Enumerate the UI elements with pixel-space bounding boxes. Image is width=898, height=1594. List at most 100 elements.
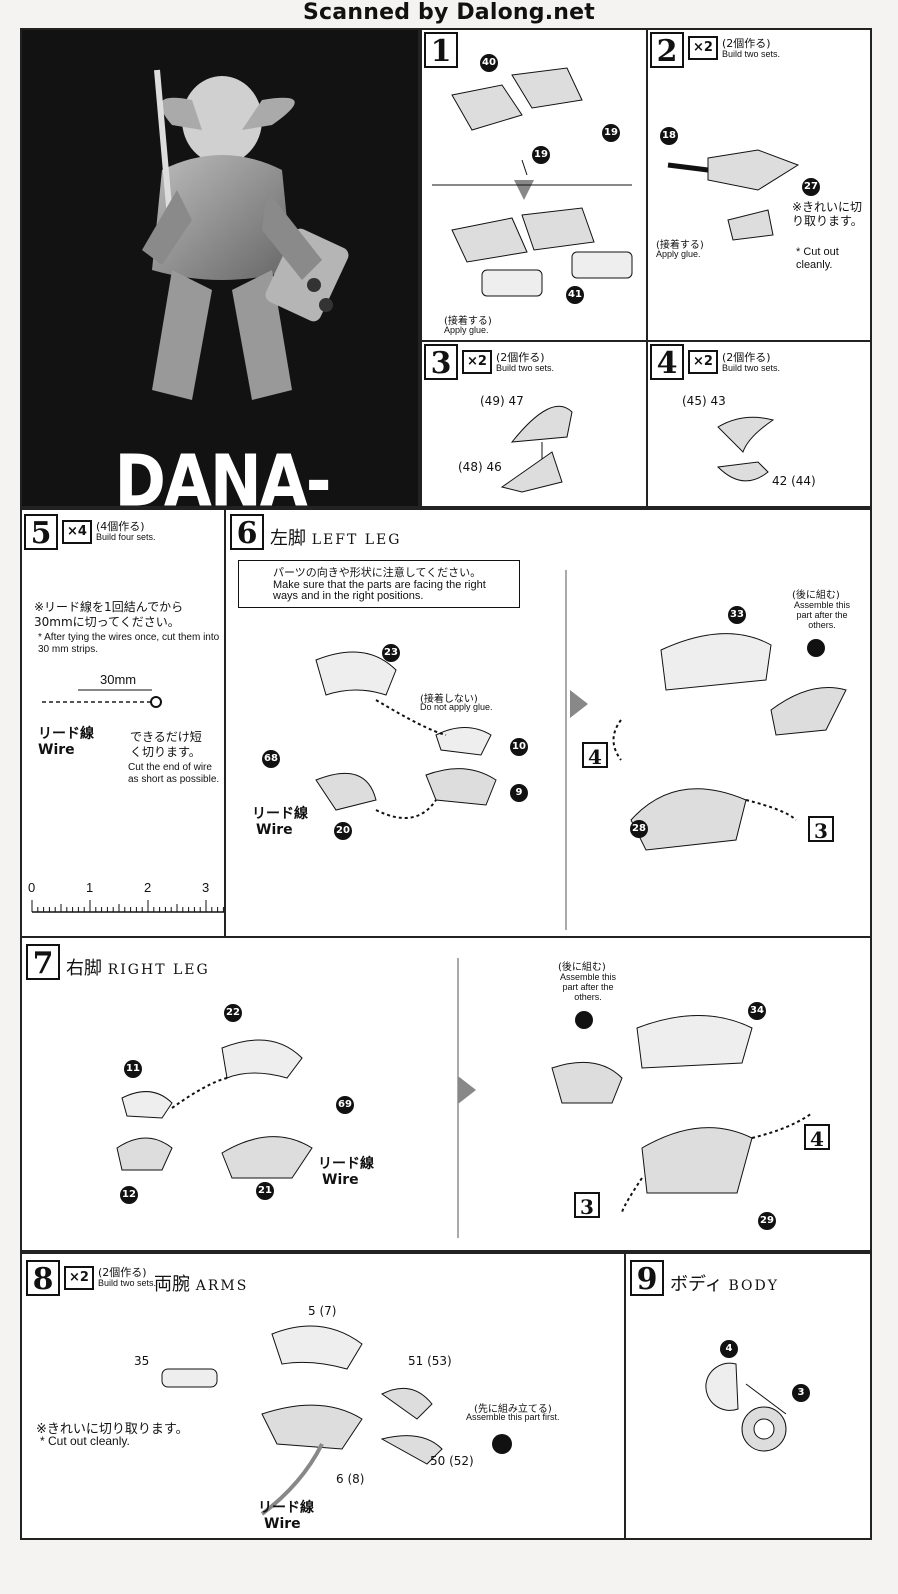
wire-label-jp: リード線 bbox=[252, 806, 308, 822]
ruler-tick-label: 0 bbox=[28, 880, 36, 895]
step-number: 4 bbox=[650, 344, 684, 381]
wire-label-jp: リード線 bbox=[258, 1500, 314, 1516]
assemble-later-note-jp: (後に組む) bbox=[558, 962, 606, 973]
part-number-badge: 23 bbox=[382, 644, 400, 662]
step-title-jp: 両腕 bbox=[154, 1274, 190, 1295]
multiplier-badge: ×2 bbox=[688, 350, 718, 374]
part-number-badge: 19 bbox=[532, 146, 550, 164]
part-number-badge: 4 bbox=[720, 1340, 738, 1358]
ruler-tick-label: 1 bbox=[86, 880, 94, 895]
step-number: 3 bbox=[424, 344, 458, 381]
part-number-badge: 33 bbox=[728, 606, 746, 624]
part-numbers-top: (45) 43 bbox=[682, 394, 726, 408]
step-1-diagram bbox=[432, 67, 633, 297]
glue-note-en: Apply glue. bbox=[444, 325, 489, 335]
build-count-en: Build four sets. bbox=[96, 532, 156, 542]
step-number: 6 bbox=[230, 514, 264, 551]
part-number-badge: 9 bbox=[510, 784, 528, 802]
no-glue-note-en: Do not apply glue. bbox=[420, 702, 493, 712]
step-2-diagram bbox=[667, 149, 800, 241]
step-title-en: RIGHT LEG bbox=[107, 962, 210, 978]
wire-label-en: Wire bbox=[256, 822, 293, 838]
cut-short-note-jp: できるだけ短く切ります。 bbox=[130, 730, 202, 759]
cut-cleanly-note-jp: ※きれいに切り取ります。 bbox=[792, 200, 863, 228]
step-2-panel: 2 ×2 (2個作る) Build two sets. 18 27 ※きれいに切… bbox=[646, 28, 872, 342]
wire-label-jp: リード線 bbox=[38, 726, 94, 742]
step-8-title: 両腕 ARMS bbox=[154, 1270, 248, 1296]
step-5-panel: 5 ×4 (4個作る) Build four sets. ※リード線を1回結んで… bbox=[20, 508, 226, 938]
part-numbers-bottom: (48) 46 bbox=[458, 460, 502, 474]
step-number: 9 bbox=[630, 1260, 664, 1297]
step-1-panel: 1 40 19 19 41 (接着する) Apply glue. bbox=[420, 28, 648, 342]
body-diagram bbox=[705, 1362, 787, 1452]
step-title-en: ARMS bbox=[195, 1278, 249, 1294]
next-step-arrow-icon bbox=[458, 1076, 476, 1104]
step-number: 1 bbox=[424, 32, 458, 69]
step-title-en: LEFT LEG bbox=[311, 532, 402, 548]
part-number-badge: 3 bbox=[792, 1384, 810, 1402]
step-number: 7 bbox=[26, 944, 60, 981]
part-number-badge: 12 bbox=[120, 1186, 138, 1204]
build-count-jp: (2個作る) bbox=[722, 351, 771, 364]
part-number-badge: 10 bbox=[510, 738, 528, 756]
wire-length-label: 30mm bbox=[100, 672, 137, 687]
part-number-badge: 19 bbox=[602, 124, 620, 142]
part-number-35: 35 bbox=[134, 1354, 150, 1368]
build-count-jp: (2個作る) bbox=[98, 1266, 147, 1279]
build-count-jp: (2個作る) bbox=[496, 351, 545, 364]
part-number-badge: 27 bbox=[802, 178, 820, 196]
part-number-badge: 20 bbox=[334, 822, 352, 840]
orientation-note-jp: パーツの向きや形状に注意してください。 bbox=[273, 566, 482, 579]
step-7-title: 右脚 RIGHT LEG bbox=[66, 954, 210, 980]
step-title-en: BODY bbox=[728, 1278, 779, 1294]
glue-note-jp: (接着する) bbox=[656, 240, 704, 251]
part-numbers-bottom: 42 (44) bbox=[772, 474, 816, 488]
step-4-diagram bbox=[716, 416, 775, 482]
part-number-badge: 68 bbox=[262, 750, 280, 768]
step-9-title: ボディ BODY bbox=[670, 1270, 779, 1296]
part-numbers-top: (49) 47 bbox=[480, 394, 524, 408]
build-count-jp: (4個作る) bbox=[96, 520, 145, 533]
callout-step-3: 3 bbox=[574, 1192, 600, 1219]
step-title-jp: 左脚 bbox=[270, 528, 306, 549]
multiplier-badge: ×2 bbox=[688, 36, 718, 60]
build-count-en: Build two sets. bbox=[98, 1278, 157, 1288]
callout-step-4: 4 bbox=[804, 1124, 830, 1151]
callout-step-4: 4 bbox=[582, 742, 608, 769]
part-number-badge: 22 bbox=[224, 1004, 242, 1022]
glue-note-jp: (接着する) bbox=[444, 316, 492, 327]
cut-short-note-en: Cut the end of wire as short as possible… bbox=[128, 762, 220, 785]
wire-label-en: Wire bbox=[264, 1516, 301, 1532]
assemble-first-note-jp: (先に組み立てる) bbox=[474, 1404, 552, 1415]
glue-note-en: Apply glue. bbox=[656, 249, 701, 259]
wire-note-en: * After tying the wires once, cut them i… bbox=[38, 632, 220, 655]
step-6-panel: 6 左脚 LEFT LEG パーツの向きや形状に注意してください。 Make s… bbox=[224, 508, 872, 938]
multiplier-badge: ×4 bbox=[62, 520, 92, 544]
no-glue-note-jp: (接着しない) bbox=[420, 694, 478, 705]
callout-step-3: 3 bbox=[808, 816, 834, 843]
assemble-first-note-en: Assemble this part first. bbox=[466, 1412, 560, 1422]
robot-figure-illustration bbox=[142, 69, 349, 400]
arms-diagram bbox=[161, 1325, 512, 1516]
step-3-diagram bbox=[500, 405, 573, 493]
assemble-later-note-en: Assemble this part after the others. bbox=[793, 600, 851, 630]
cut-cleanly-note-en: * Cut out cleanly. bbox=[40, 1434, 130, 1448]
assemble-later-note-jp: (後に組む) bbox=[792, 590, 840, 601]
step-number: 5 bbox=[24, 514, 58, 551]
part-numbers-hand-lower: 50 (52) bbox=[430, 1454, 474, 1468]
part-number-badge: 28 bbox=[630, 820, 648, 838]
wire-label-en: Wire bbox=[38, 742, 75, 758]
next-step-arrow-icon bbox=[570, 690, 588, 718]
orientation-note-en: Make sure that the parts are facing the … bbox=[273, 579, 486, 602]
wire-note-jp: ※リード線を1回結んでから30mmに切ってください。 bbox=[34, 600, 184, 629]
part-number-badge: 11 bbox=[124, 1060, 142, 1078]
step-number: 2 bbox=[650, 32, 684, 69]
part-number-badge: 29 bbox=[758, 1212, 776, 1230]
ruler-tick-label: 2 bbox=[144, 880, 152, 895]
step-8-panel: 8 ×2 (2個作る) Build two sets. 両腕 ARMS 5 (7… bbox=[20, 1252, 626, 1540]
step-7-panel: 7 右脚 RIGHT LEG 22 11 69 12 21 34 29 (後に組… bbox=[20, 936, 872, 1252]
part-numbers-upper-arm: 5 (7) bbox=[308, 1304, 337, 1318]
part-number-badge: 40 bbox=[480, 54, 498, 72]
step-6-title: 左脚 LEFT LEG bbox=[270, 524, 401, 550]
step-4-panel: 4 ×2 (2個作る) Build two sets. (45) 43 42 (… bbox=[646, 340, 872, 508]
